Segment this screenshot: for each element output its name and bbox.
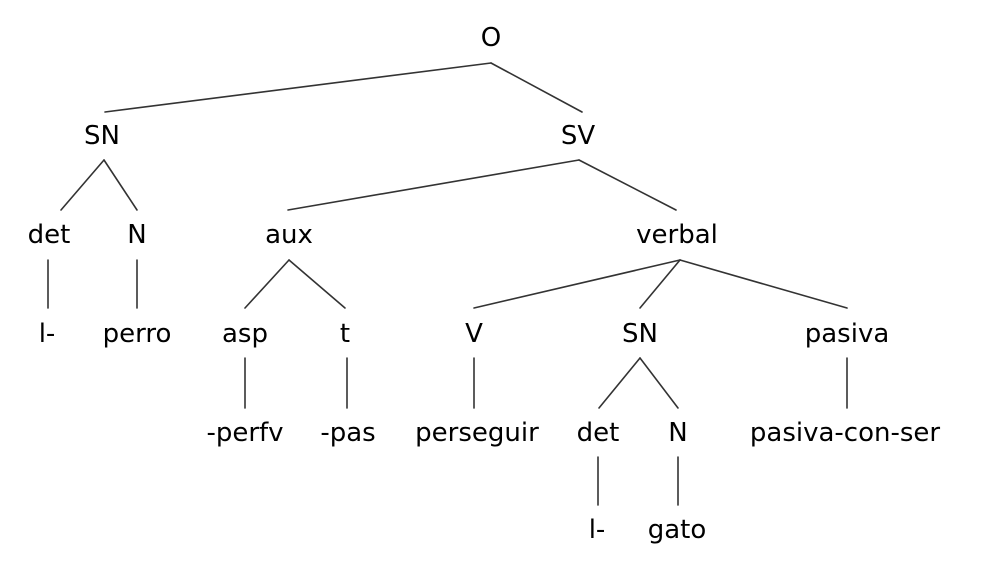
leaf-l-2: l- [589,515,606,545]
leaf-perseguir: perseguir [415,418,539,448]
edge-SV-verbal [578,159,677,211]
node-N-2: N [668,418,687,448]
leaf-pasiva-con-ser: pasiva-con-ser [750,418,941,448]
node-verbal: verbal [636,220,718,250]
node-N: N [127,220,146,250]
leaf-perro: perro [103,319,172,349]
leaf-pas: -pas [320,418,375,448]
edge-O-SV [490,62,583,113]
edge-verbal-V [473,259,681,309]
leaf-l: l- [39,319,56,349]
tree-edges [47,62,848,506]
edge-aux-asp [244,259,290,309]
node-V: V [465,319,483,349]
node-O: O [481,23,501,53]
edge-SN-N [103,159,138,211]
edge-verbal-pasiva [679,259,848,309]
node-pasiva: pasiva [805,319,890,349]
edge-SN-N-2 [639,357,679,409]
tree-labels: O SN SV det N l- perro aux verbal asp t … [28,23,941,545]
node-SN-2: SN [622,319,658,349]
node-SV: SV [561,121,596,151]
leaf-gato: gato [648,515,707,545]
edge-SV-aux [287,159,580,211]
leaf-perfv: -perfv [206,418,283,448]
node-det: det [28,220,71,250]
edge-aux-t [288,259,346,309]
node-det-2: det [577,418,620,448]
edge-O-SN [104,62,492,113]
node-SN: SN [84,121,120,151]
node-aux: aux [265,220,313,250]
node-t: t [340,319,350,349]
edge-SN-det-2 [598,357,641,409]
node-asp: asp [222,319,268,349]
edge-SN-det [60,159,105,211]
edge-verbal-SN [639,259,681,309]
